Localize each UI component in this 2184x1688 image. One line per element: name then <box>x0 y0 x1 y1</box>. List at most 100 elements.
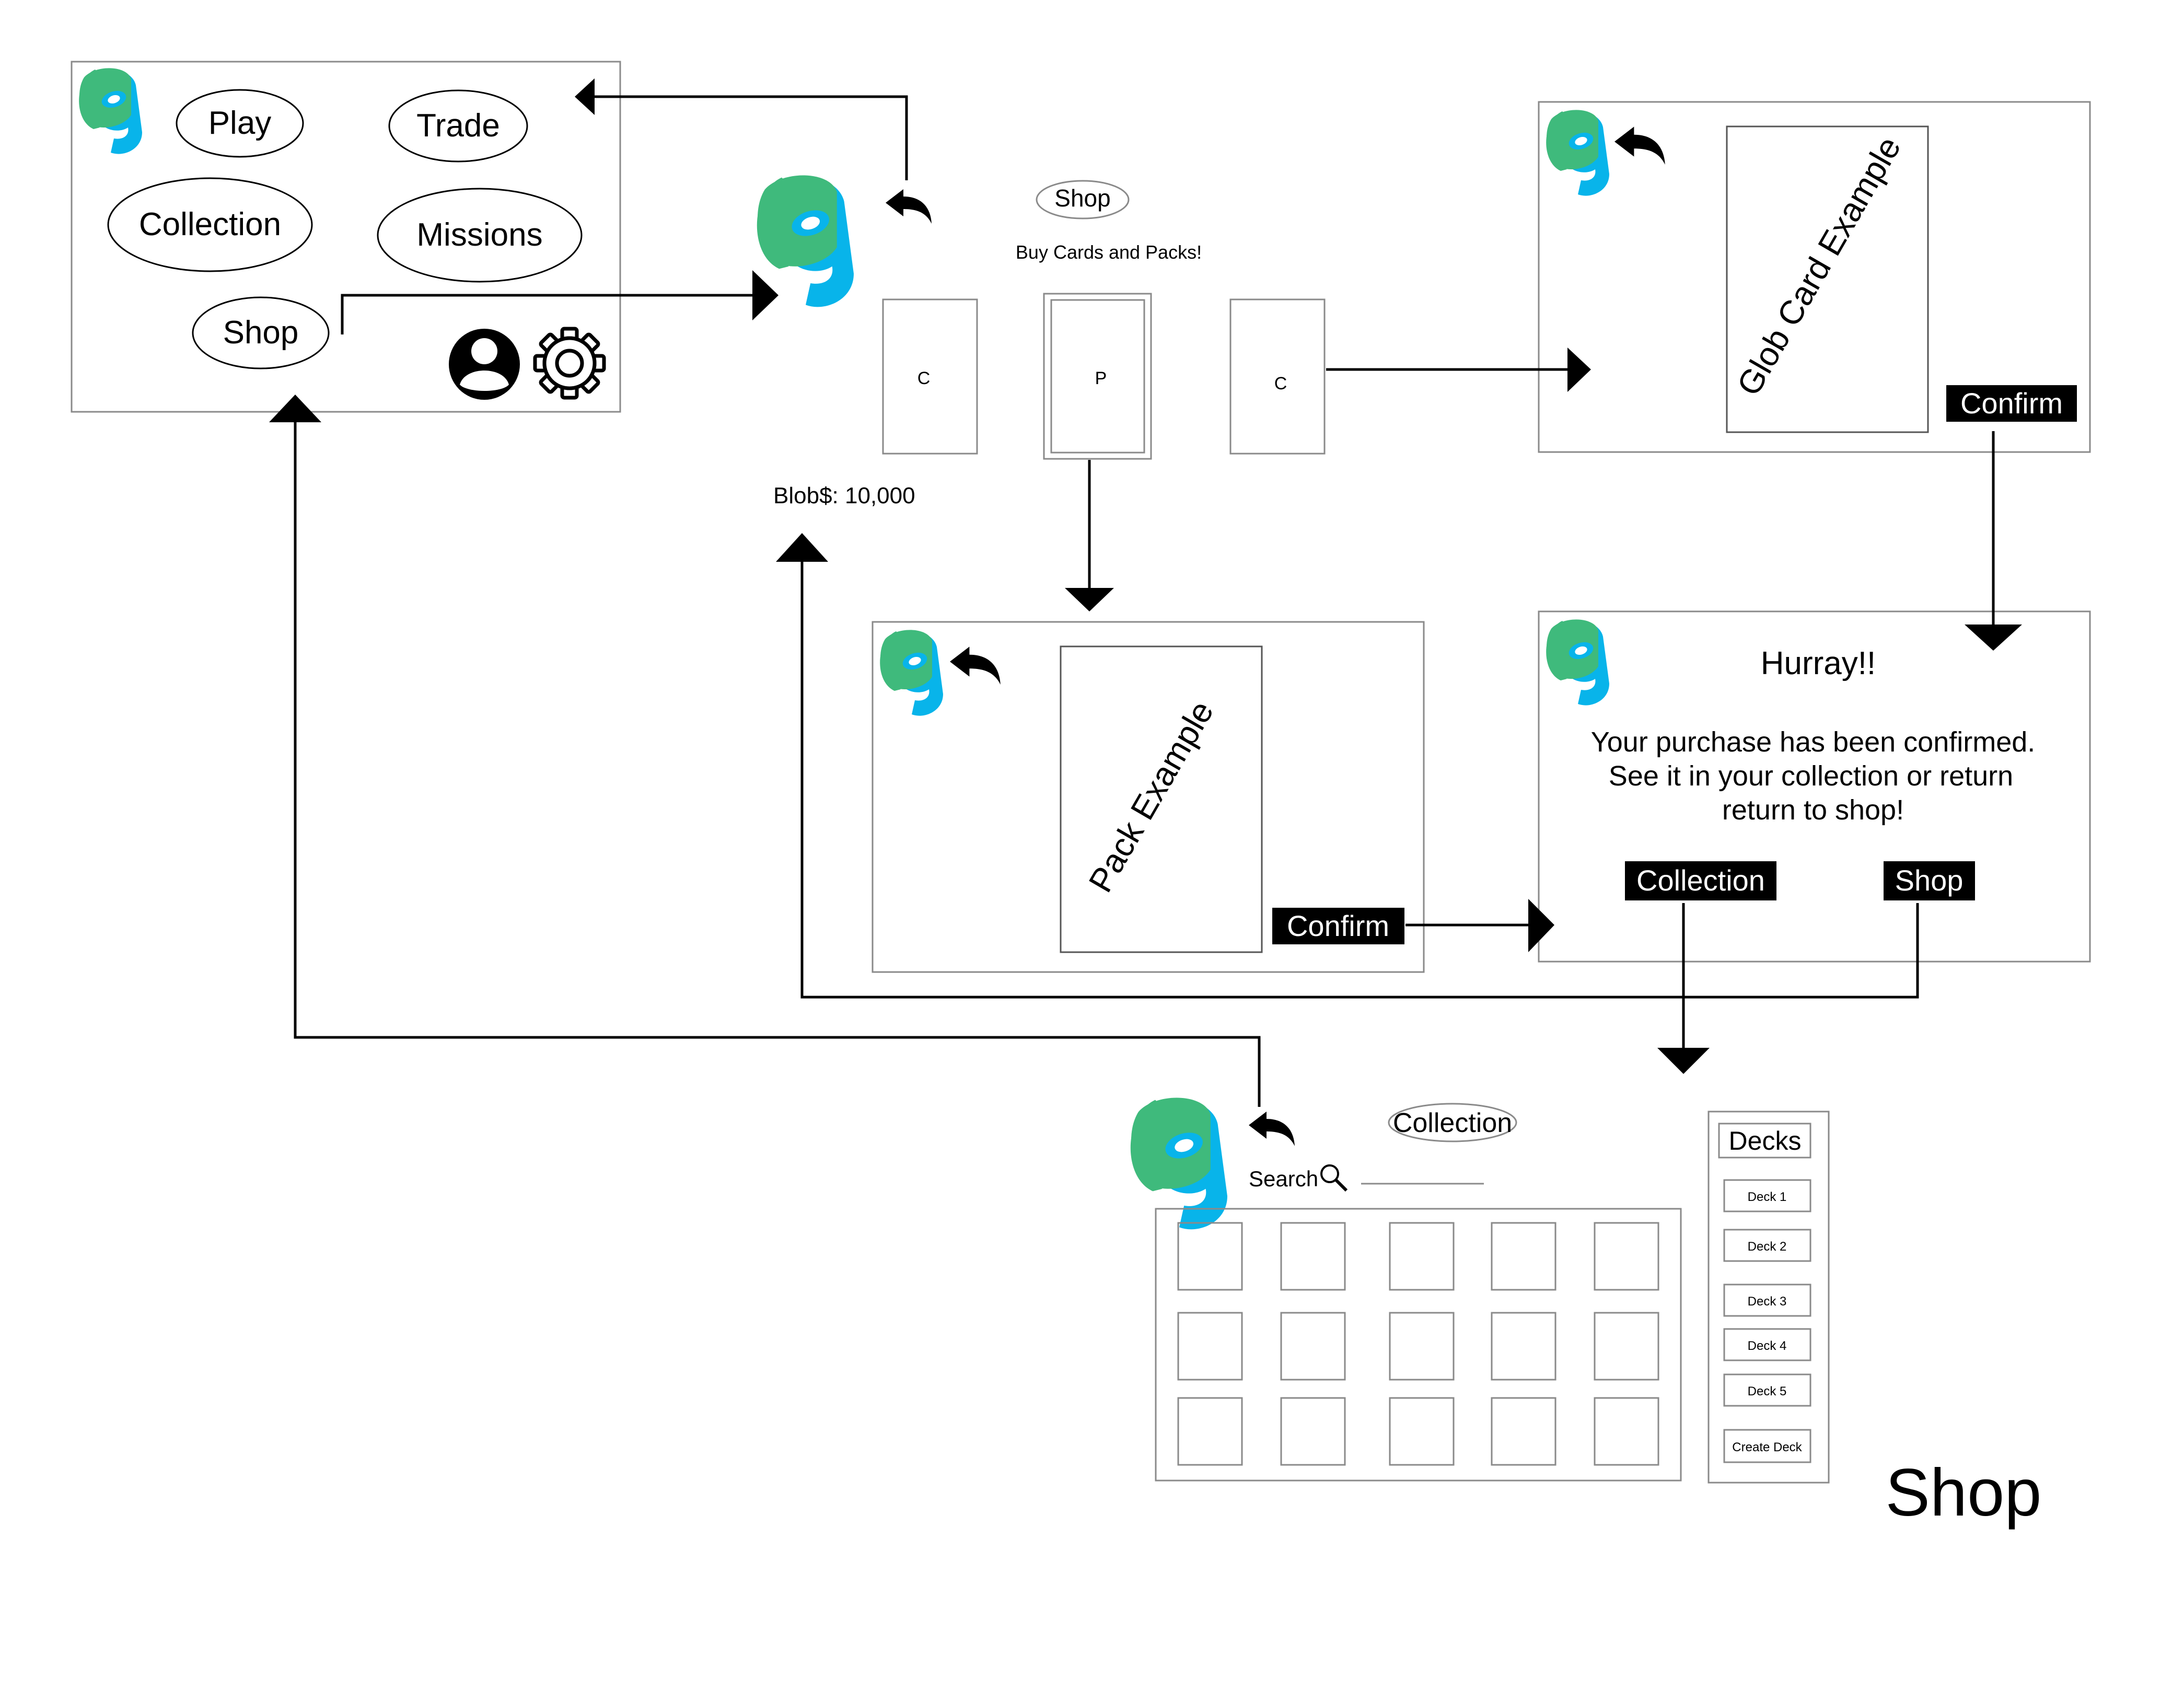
glob-card-text: Glob Card Example <box>1729 130 1908 402</box>
collection-card-slot[interactable] <box>1389 1222 1455 1291</box>
connector-arrowhead <box>1965 625 2022 651</box>
play-button[interactable] <box>176 89 304 158</box>
missions-button[interactable] <box>377 188 583 283</box>
card-confirm-screen: Glob Card Example Confirm <box>1538 101 2091 453</box>
collection-card-slot[interactable] <box>1491 1312 1556 1381</box>
shop-card-2-label: C <box>1274 374 1287 394</box>
collection-grid-frame <box>1155 1208 1682 1482</box>
magnifier-icon[interactable] <box>1320 1164 1348 1192</box>
collection-title-pill <box>1388 1103 1517 1142</box>
shop-button[interactable] <box>192 296 330 369</box>
success-message-line-2: See it in your collection or return <box>1609 760 2013 792</box>
connector-collection-back-to-menu <box>294 418 1261 1107</box>
card-confirm-button[interactable] <box>1946 385 2077 422</box>
trade-button[interactable] <box>388 89 528 163</box>
collection-card-grid <box>1177 1222 1659 1466</box>
collection-card-slot[interactable] <box>1594 1312 1659 1381</box>
shop-label: Shop <box>223 315 299 351</box>
trade-label: Trade <box>416 108 500 144</box>
pack-confirm-screen: Pack Example Confirm <box>872 621 1425 973</box>
shop-screen: Shop Buy Cards and Packs! C P C Blob$: 1… <box>757 175 1326 508</box>
glob-logo-icon <box>1546 619 1609 706</box>
connector-arrowhead <box>1065 588 1114 611</box>
gear-icon[interactable] <box>533 327 606 400</box>
collection-card-slot[interactable] <box>1594 1397 1659 1466</box>
glob-logo-icon <box>757 175 854 307</box>
shop-title: Shop <box>1054 184 1110 212</box>
collection-button[interactable] <box>107 177 313 272</box>
success-message-line-3: return to shop! <box>1722 794 1904 826</box>
back-arrow-icon[interactable] <box>886 189 932 224</box>
connector-success-to-shop <box>800 557 1919 999</box>
deck-4-button[interactable] <box>1723 1328 1811 1361</box>
pack-preview <box>1060 645 1263 953</box>
connector-arrowhead <box>1528 899 1554 952</box>
glob-logo-icon <box>79 68 142 154</box>
deck-3-button[interactable] <box>1723 1284 1811 1317</box>
connector-arrowhead <box>269 395 321 422</box>
collection-card-slot[interactable] <box>1491 1397 1556 1466</box>
deck-2-label: Deck 2 <box>1748 1240 1787 1254</box>
collection-card-slot[interactable] <box>1491 1222 1556 1291</box>
success-shop-button[interactable] <box>1884 861 1975 900</box>
collection-card-slot[interactable] <box>1280 1312 1346 1381</box>
connector-arrowhead <box>752 270 779 320</box>
purchase-success-screen: Hurray!! Your purchase has been confirme… <box>1538 610 2091 963</box>
shop-card-1-label: C <box>917 368 931 388</box>
decks-panel <box>1707 1111 1830 1484</box>
collection-card-slot[interactable] <box>1177 1222 1243 1291</box>
connector-arrowhead <box>776 533 828 562</box>
search-label: Search <box>1249 1166 1318 1191</box>
pack-confirm-frame <box>872 621 1425 973</box>
collection-card-slot[interactable] <box>1389 1312 1455 1381</box>
connector-menu-to-shop <box>341 294 760 334</box>
connector-arrowhead <box>575 78 595 115</box>
deck-5-label: Deck 5 <box>1748 1384 1787 1398</box>
shop-subtitle: Buy Cards and Packs! <box>1016 241 1202 263</box>
glob-logo-icon <box>1130 1097 1227 1230</box>
decks-title-box <box>1718 1123 1811 1159</box>
page-label: Shop <box>1886 1455 2042 1530</box>
back-arrow-icon[interactable] <box>1249 1112 1295 1146</box>
shop-pack-inner <box>1050 299 1145 454</box>
success-shop-label: Shop <box>1895 864 1964 897</box>
deck-1-button[interactable] <box>1723 1179 1811 1212</box>
shop-card-1[interactable] <box>882 298 978 455</box>
create-deck-label: Create Deck <box>1732 1440 1802 1454</box>
shop-card-2[interactable] <box>1229 298 1326 455</box>
shop-title-pill <box>1036 180 1130 219</box>
success-title: Hurray!! <box>1761 645 1876 681</box>
glob-logo-icon <box>1546 110 1609 196</box>
connector-arrowhead <box>1657 1048 1710 1074</box>
collection-card-slot[interactable] <box>1177 1397 1243 1466</box>
collection-title: Collection <box>1393 1108 1512 1138</box>
profile-icon[interactable] <box>449 329 520 400</box>
pack-confirm-button[interactable] <box>1272 908 1404 944</box>
collection-card-slot[interactable] <box>1280 1397 1346 1466</box>
main-menu-frame <box>71 61 621 413</box>
pack-confirm-label: Confirm <box>1287 909 1389 942</box>
connector-shop-back-to-menu <box>590 95 908 180</box>
success-message-line-1: Your purchase has been confirmed. <box>1591 726 2036 758</box>
collection-card-slot[interactable] <box>1594 1222 1659 1291</box>
glob-logo-icon <box>880 630 943 716</box>
blob-balance: Blob$: 10,000 <box>773 483 915 508</box>
missions-label: Missions <box>416 217 542 253</box>
card-confirm-label: Confirm <box>1960 387 2063 420</box>
deck-2-button[interactable] <box>1723 1229 1811 1262</box>
collection-card-slot[interactable] <box>1389 1397 1455 1466</box>
shop-pack[interactable] <box>1043 293 1152 460</box>
deck-3-label: Deck 3 <box>1748 1294 1787 1309</box>
glob-card-preview <box>1726 125 1929 433</box>
create-deck-button[interactable] <box>1723 1429 1811 1463</box>
collection-card-slot[interactable] <box>1177 1312 1243 1381</box>
success-collection-button[interactable] <box>1625 861 1776 900</box>
play-label: Play <box>208 105 272 141</box>
back-arrow-icon[interactable] <box>950 646 1001 685</box>
main-menu-screen: Play Trade Collection Missions Shop <box>71 61 621 413</box>
success-frame <box>1538 610 2091 963</box>
collection-card-slot[interactable] <box>1280 1222 1346 1291</box>
deck-5-button[interactable] <box>1723 1373 1811 1407</box>
back-arrow-icon[interactable] <box>1614 126 1665 165</box>
